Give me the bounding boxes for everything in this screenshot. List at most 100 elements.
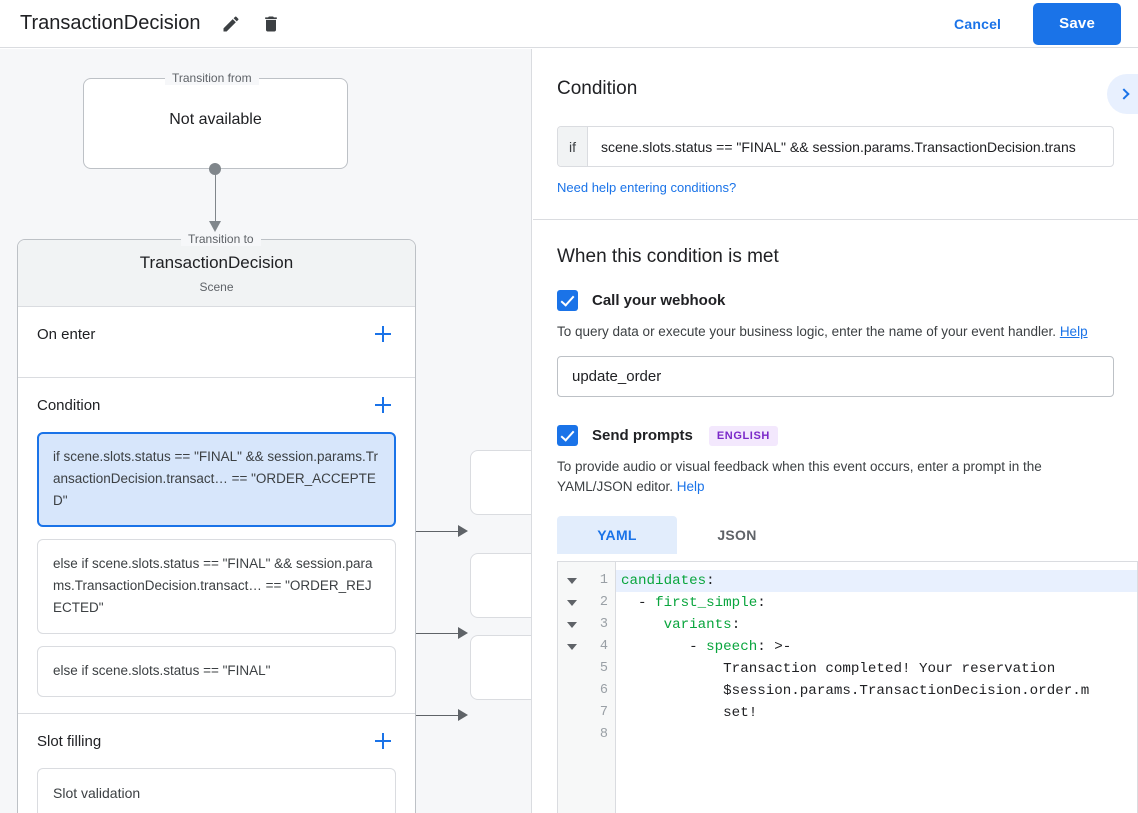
connector-line [214, 169, 216, 226]
section-title-on-enter: On enter [37, 325, 96, 343]
code-value: Transaction completed! Your reservation [723, 661, 1056, 677]
condition-expression-field[interactable]: if scene.slots.status == "FINAL" && sess… [557, 126, 1114, 167]
code-line[interactable]: $session.params.TransactionDecision.orde… [616, 680, 1137, 702]
code-line[interactable]: Transaction completed! Your reservation [616, 658, 1137, 680]
code-value: : [706, 573, 715, 589]
slot-validation-card[interactable]: Slot validation [37, 768, 396, 813]
code-line[interactable]: set! [616, 702, 1137, 724]
editor-format-tabs: YAML JSON [557, 516, 1114, 554]
transition-from-label: Not available [169, 111, 262, 128]
send-prompts-helper-text: To provide audio or visual feedback when… [557, 459, 1042, 494]
prompts-help-link[interactable]: Help [676, 479, 705, 494]
details-panel: Condition if scene.slots.status == "FINA… [533, 49, 1138, 813]
target-node[interactable] [470, 450, 531, 515]
code-line[interactable] [616, 724, 1137, 746]
transition-to-legend: Transition to [181, 232, 261, 246]
editor-code-area[interactable]: candidates: - first_simple: variants: - … [616, 562, 1137, 813]
line-number: 6 [599, 683, 608, 698]
call-webhook-checkbox[interactable] [557, 290, 578, 311]
delete-button[interactable] [254, 7, 288, 41]
scene-card[interactable]: Transition to TransactionDecision Scene … [17, 232, 416, 813]
code-line[interactable]: variants: [616, 614, 1137, 636]
edge-line [402, 714, 462, 716]
code-indent [621, 617, 664, 633]
condition-heading: Condition [557, 78, 638, 99]
flow-canvas[interactable]: Transition from Not available Transition… [0, 49, 532, 813]
scene-subtitle: Scene [199, 280, 234, 294]
header-actions: Cancel Save [938, 2, 1121, 45]
section-on-enter: On enter [18, 307, 415, 378]
call-webhook-label: Call your webhook [592, 292, 726, 309]
fold-spacer [558, 658, 585, 680]
condition-card-2[interactable]: else if scene.slots.status == "FINAL" &&… [37, 539, 396, 634]
event-handler-input[interactable] [557, 356, 1114, 397]
fold-toggle-icon[interactable] [558, 570, 585, 592]
caret-down-icon [566, 644, 577, 650]
edge-arrow [458, 627, 468, 639]
call-webhook-row: Call your webhook [557, 290, 1114, 311]
edit-button[interactable] [214, 7, 248, 41]
send-prompts-checkbox[interactable] [557, 425, 578, 446]
section-condition: Condition if scene.slots.status == "FINA… [18, 378, 415, 714]
add-condition-button[interactable] [370, 392, 396, 418]
caret-down-icon [566, 622, 577, 628]
condition-card-3[interactable]: else if scene.slots.status == "FINAL" [37, 646, 396, 697]
editor-fold-gutter[interactable] [558, 562, 585, 813]
code-value: : [731, 617, 741, 633]
code-line[interactable]: - speech: >- [616, 636, 1137, 658]
webhook-help-link[interactable]: Help [1059, 324, 1088, 339]
edge-line [402, 530, 462, 532]
when-condition-met-heading: When this condition is met [557, 246, 779, 267]
condition-card-1[interactable]: if scene.slots.status == "FINAL" && sess… [37, 432, 396, 527]
collapse-panel-button[interactable] [1107, 74, 1138, 114]
send-prompts-row: Send prompts ENGLISH [557, 425, 1114, 446]
code-key: variants [663, 617, 732, 633]
fold-toggle-icon[interactable] [558, 592, 585, 614]
fold-spacer [558, 724, 585, 746]
transition-from-legend: Transition from [165, 71, 259, 85]
edge-arrow [458, 709, 468, 721]
code-key: candidates [621, 573, 707, 589]
chevron-right-icon [1117, 88, 1130, 100]
pencil-icon [223, 15, 239, 31]
line-number: 5 [599, 661, 608, 676]
tab-yaml[interactable]: YAML [557, 516, 677, 554]
tab-json[interactable]: JSON [717, 527, 757, 543]
code-key: first_simple [655, 595, 758, 611]
section-title-slot-filling: Slot filling [37, 732, 102, 750]
cancel-button[interactable]: Cancel [938, 7, 1017, 41]
trash-icon [265, 16, 278, 31]
add-slot-filling-button[interactable] [370, 728, 396, 754]
code-indent [621, 705, 723, 721]
target-node[interactable] [470, 635, 531, 700]
caret-down-icon [566, 578, 577, 584]
section-title-condition: Condition [37, 396, 101, 414]
condition-help-link[interactable]: Need help entering conditions? [557, 180, 737, 195]
add-on-enter-button[interactable] [370, 321, 396, 347]
line-number: 4 [599, 639, 608, 654]
code-indent [621, 683, 723, 699]
call-webhook-helper: To query data or execute your business l… [557, 322, 1114, 342]
connector-arrow [209, 221, 221, 232]
if-prefix-label: if [558, 127, 588, 166]
code-value: : [757, 595, 766, 611]
code-value: : >- [757, 639, 792, 655]
code-line[interactable]: - first_simple: [616, 592, 1137, 614]
edge-line [402, 632, 462, 634]
page-title: TransactionDecision [20, 12, 201, 34]
language-badge: ENGLISH [708, 425, 778, 446]
call-webhook-helper-text: To query data or execute your business l… [557, 324, 1060, 339]
transition-from-node[interactable]: Transition from Not available [83, 71, 348, 169]
fold-toggle-icon[interactable] [558, 614, 585, 636]
fold-toggle-icon[interactable] [558, 636, 585, 658]
code-line[interactable]: candidates: [616, 570, 1137, 592]
line-number: 7 [599, 705, 608, 720]
target-node[interactable] [470, 553, 531, 618]
line-number: 3 [599, 617, 608, 632]
scene-header: TransactionDecision Scene [18, 240, 415, 307]
condition-expression-value[interactable]: scene.slots.status == "FINAL" && session… [601, 138, 1076, 155]
panel-divider [533, 219, 1138, 220]
save-button[interactable]: Save [1033, 2, 1121, 45]
